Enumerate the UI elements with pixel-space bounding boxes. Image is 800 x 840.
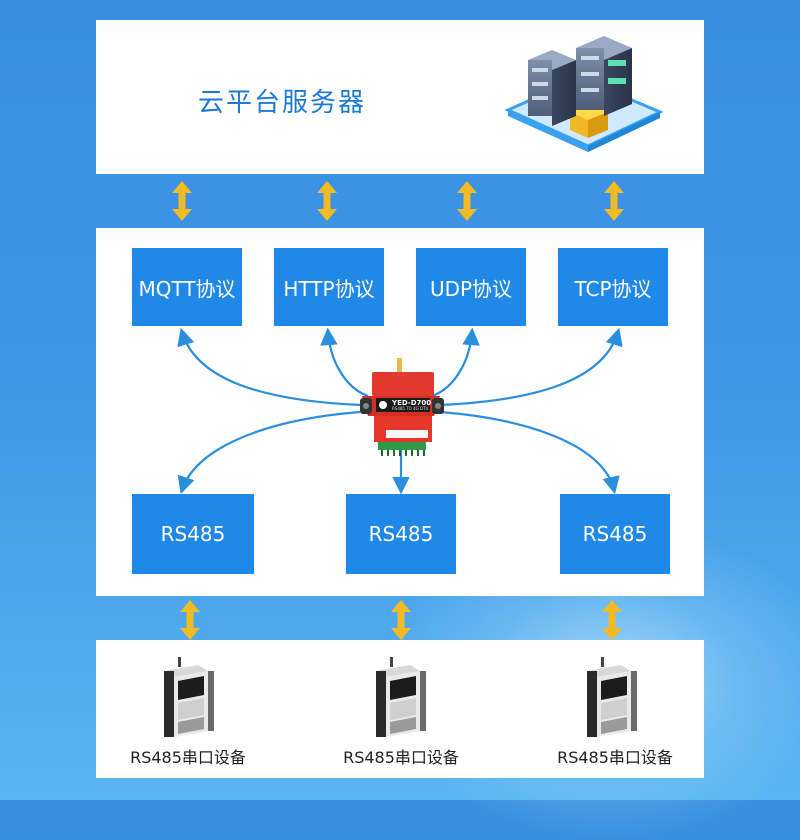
protocol-box-http: HTTP协议 bbox=[274, 248, 384, 326]
rs485-box-center: RS485 bbox=[346, 494, 456, 574]
protocol-label: MQTT协议 bbox=[138, 276, 236, 301]
protocol-label: UDP协议 bbox=[429, 276, 513, 301]
protocol-label: HTTP协议 bbox=[283, 276, 375, 301]
cloud-panel bbox=[96, 20, 704, 174]
double-arrow-icon bbox=[457, 181, 477, 221]
double-arrow-icon bbox=[317, 181, 337, 221]
device-label: RS485串口设备 bbox=[130, 748, 246, 767]
port-label: RS485 bbox=[160, 522, 226, 546]
rs485-box-left: RS485 bbox=[132, 494, 254, 574]
double-arrow-icon bbox=[172, 181, 192, 221]
protocol-box-udp: UDP协议 bbox=[416, 248, 526, 326]
gateway-model: YED-D700 bbox=[392, 399, 432, 407]
protocol-box-tcp: TCP协议 bbox=[558, 248, 668, 326]
cloud-title: 云平台服务器 bbox=[198, 88, 367, 118]
double-arrow-icon bbox=[604, 181, 624, 221]
port-label: RS485 bbox=[582, 522, 648, 546]
gateway-subtitle: RS485 TO 4G DTU bbox=[392, 406, 429, 411]
device-label: RS485串口设备 bbox=[557, 748, 673, 767]
rs485-box-right: RS485 bbox=[560, 494, 670, 574]
port-label: RS485 bbox=[368, 522, 434, 546]
protocol-box-mqtt: MQTT协议 bbox=[132, 248, 242, 326]
protocol-label: TCP协议 bbox=[574, 276, 652, 301]
device-label: RS485串口设备 bbox=[343, 748, 459, 767]
double-arrow-icon bbox=[180, 600, 200, 640]
